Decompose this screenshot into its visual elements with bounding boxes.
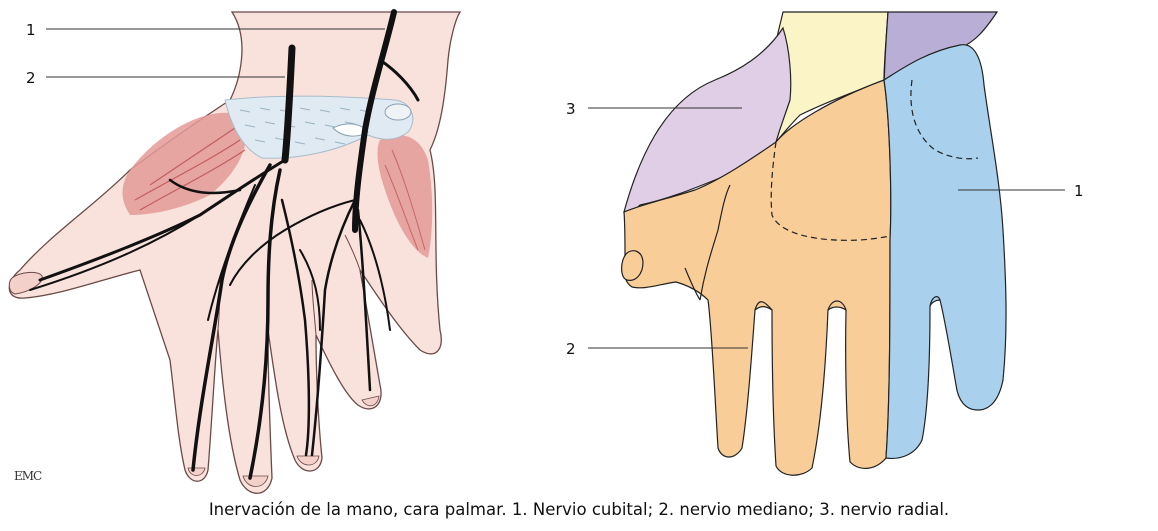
right-label-1: 1 — [1074, 182, 1084, 200]
figure-caption: Inervación de la mano, cara palmar. 1. N… — [0, 500, 1158, 519]
right-label-2: 2 — [566, 340, 576, 358]
emc-logo: EMC — [14, 469, 42, 483]
zone-ulnar — [884, 45, 1006, 459]
left-label-1: 1 — [26, 21, 36, 39]
pisiform-bone — [385, 104, 411, 120]
left-hand-skin — [9, 12, 460, 493]
right-hand-innervation-map — [588, 12, 1065, 475]
right-label-3: 3 — [566, 100, 576, 118]
left-label-2: 2 — [26, 69, 36, 87]
left-hand-illustration: 1 2 EMC — [9, 12, 460, 493]
